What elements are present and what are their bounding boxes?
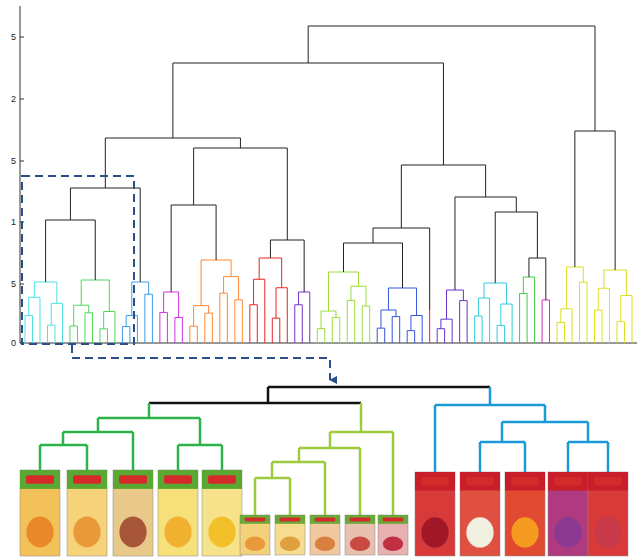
- dashed-zoom-arrow: [72, 345, 330, 380]
- axis-tick-label: 5: [2, 32, 16, 42]
- axis-tick-label: 0: [2, 338, 16, 348]
- axis-tick-label: 5: [2, 279, 16, 289]
- dashed-highlight-box: [22, 176, 134, 344]
- axis: [20, 6, 637, 343]
- product-images: [20, 470, 628, 556]
- axis-tick-label: 5: [2, 156, 16, 166]
- dendrogram-tree: [25, 26, 632, 343]
- axis-tick-label: 1: [2, 217, 16, 227]
- axis-tick-label: 2: [2, 94, 16, 104]
